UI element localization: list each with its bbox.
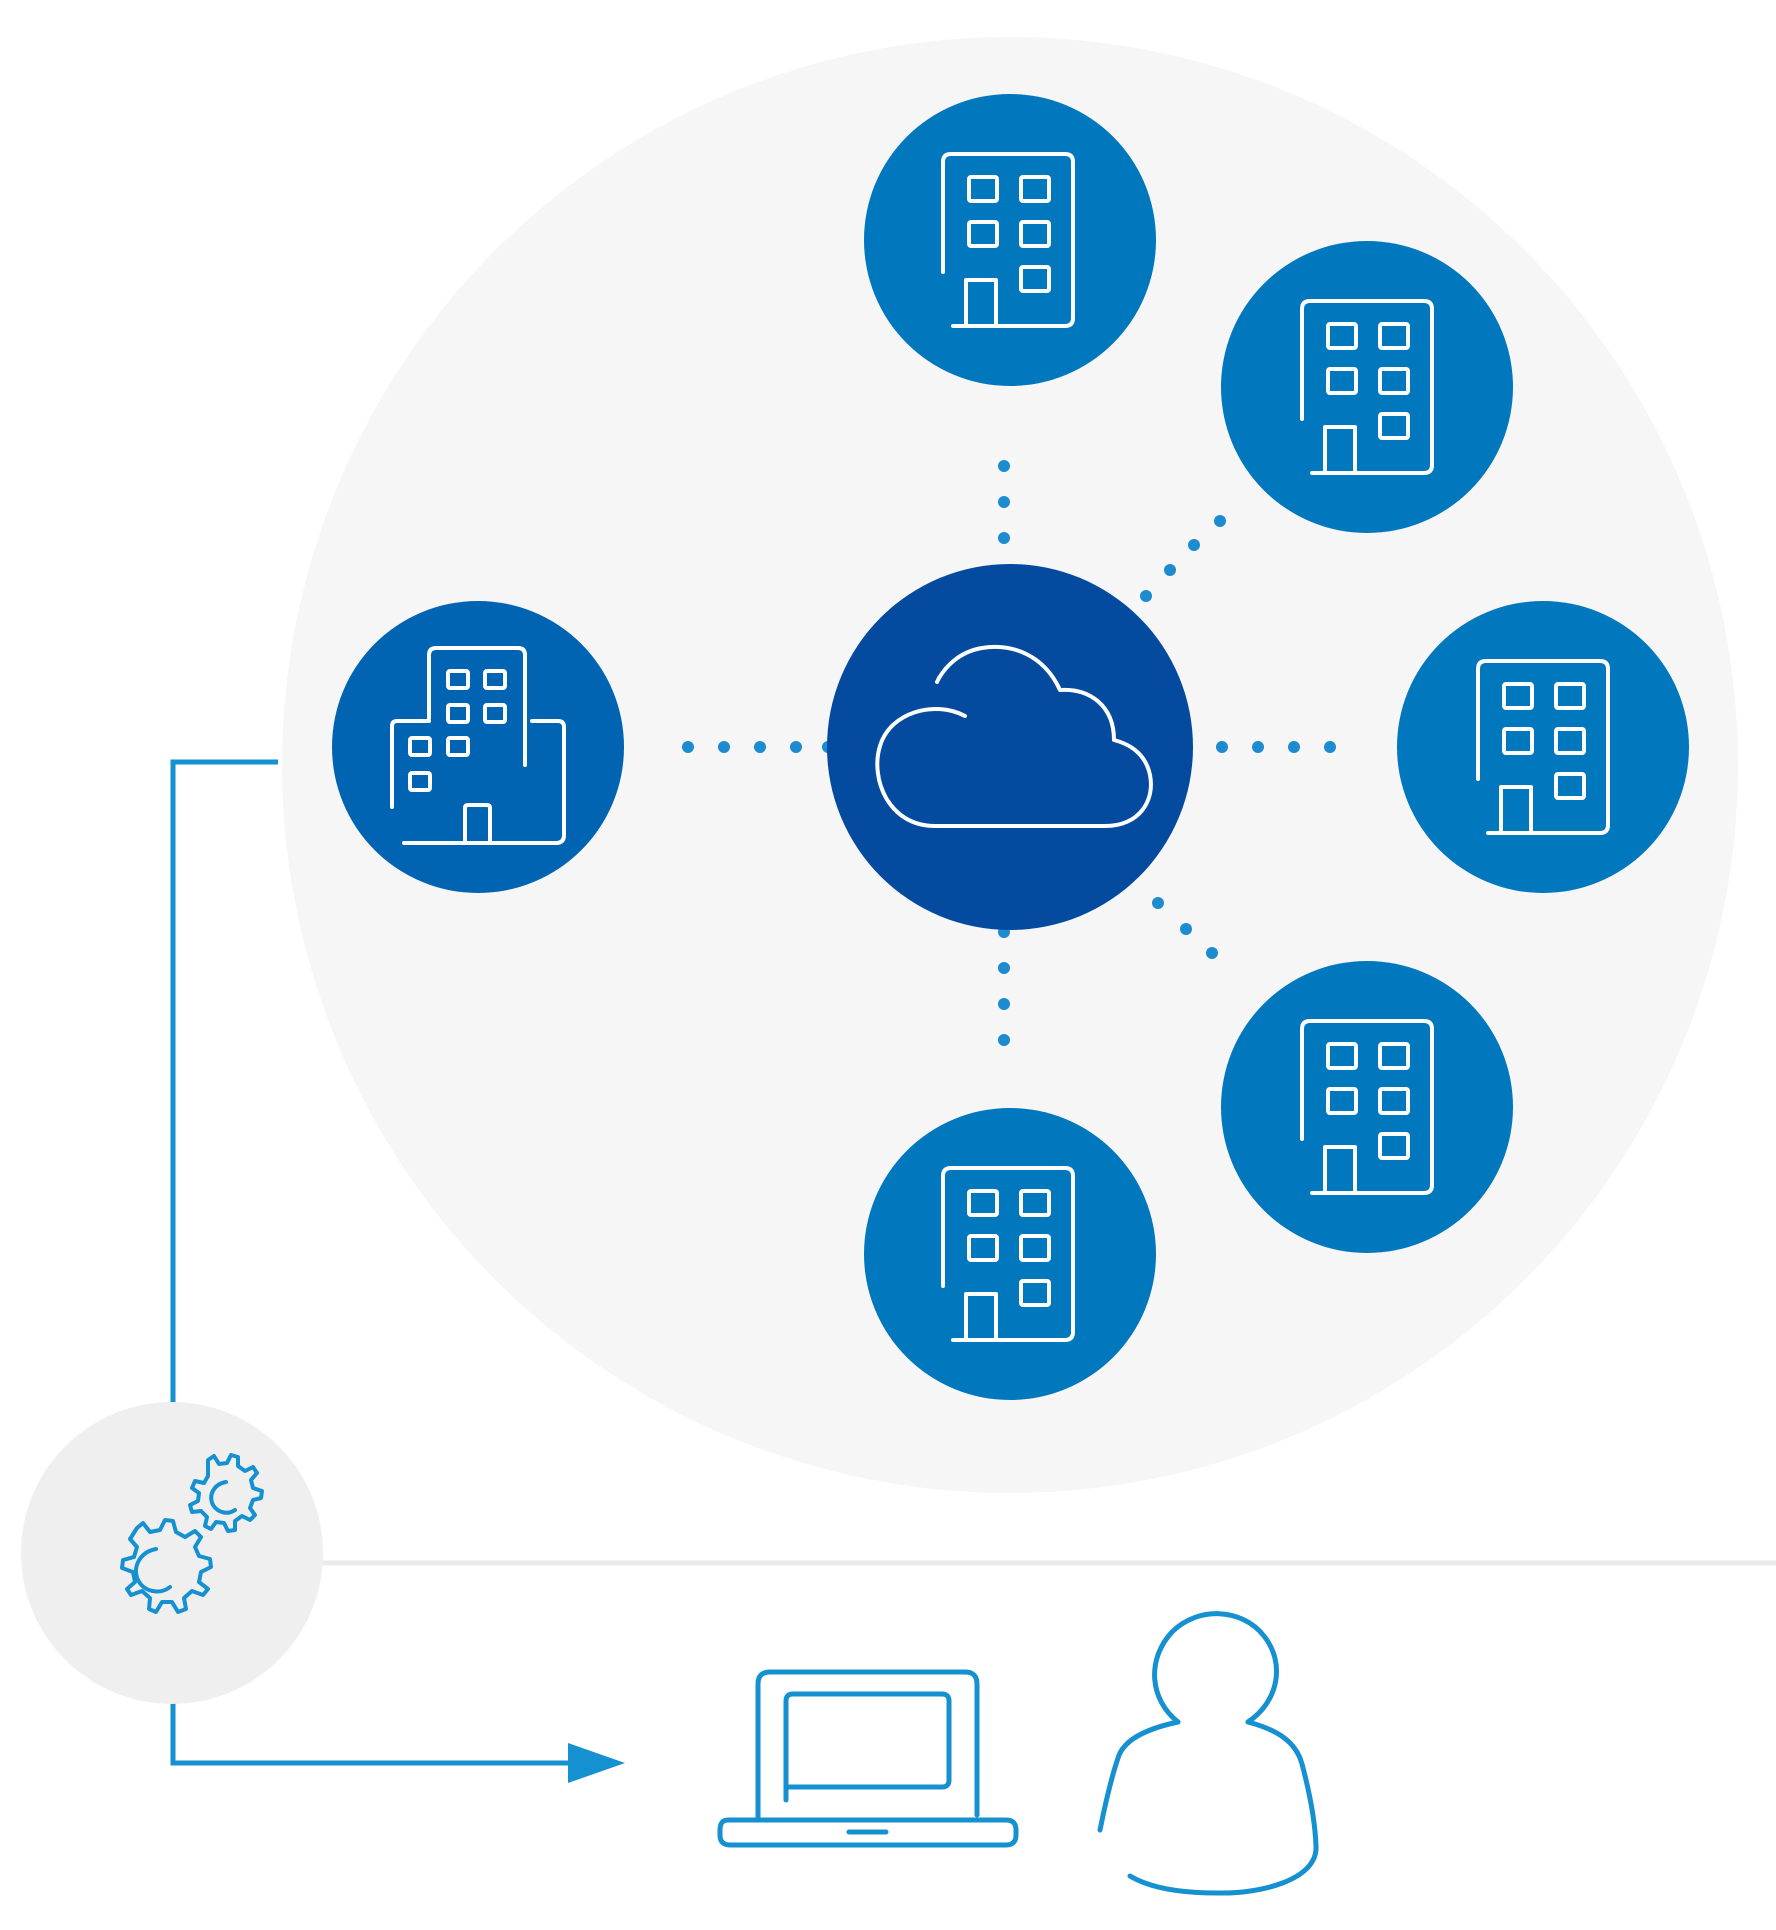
cloud-icon bbox=[875, 644, 1153, 828]
connector-line-top bbox=[170, 759, 278, 1403]
site-node-top bbox=[864, 94, 1156, 386]
site-node-lower-right bbox=[1221, 961, 1513, 1253]
dotted-spokes bbox=[682, 460, 1336, 1046]
cloud-hub bbox=[827, 564, 1193, 930]
laptop-icon bbox=[717, 1669, 1019, 1848]
office-campus-icon bbox=[390, 646, 566, 845]
site-node-right bbox=[1397, 601, 1689, 893]
site-node-bottom bbox=[864, 1108, 1156, 1400]
management-node bbox=[21, 1402, 323, 1704]
user-icon bbox=[1097, 1611, 1319, 1896]
site-node-upper-right bbox=[1221, 241, 1513, 533]
connector-line-bottom bbox=[170, 1703, 580, 1766]
gears-icon bbox=[120, 1453, 264, 1614]
site-node-left bbox=[332, 601, 624, 893]
arrow-head bbox=[568, 1743, 625, 1783]
